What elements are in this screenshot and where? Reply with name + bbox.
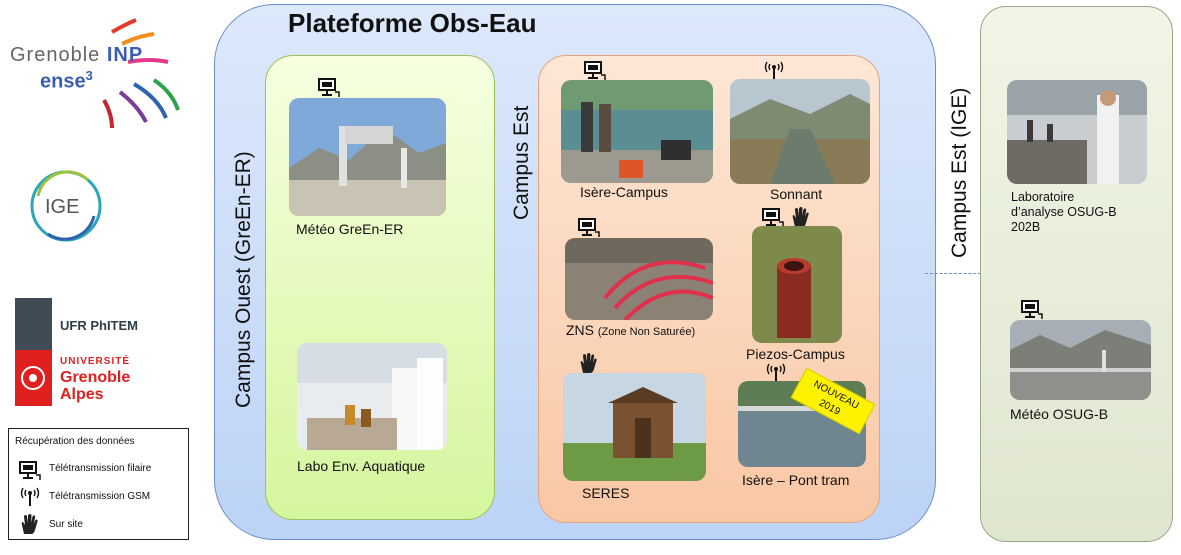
- logo-text: INP: [106, 44, 144, 66]
- uga-text-2: Grenoble: [60, 369, 131, 386]
- site-label-seres: SERES: [582, 485, 630, 501]
- photo-labo-env: [297, 343, 447, 450]
- site-label-sonnant: Sonnant: [770, 186, 823, 202]
- group-label-ige: Campus Est (IGE): [948, 87, 971, 258]
- group-label-est: Campus Est: [510, 105, 533, 220]
- photo-meteo-green: [289, 98, 446, 216]
- uga-text-1: UNIVERSITÉ: [60, 356, 131, 367]
- computer-icon: [1021, 300, 1043, 320]
- site-label-labo-osug-3: 202B: [1011, 220, 1041, 234]
- photo-sonnant: [730, 79, 870, 184]
- antenna-icon: [765, 363, 787, 383]
- logo-text: ense: [40, 70, 86, 93]
- legend-filaire: Télétransmission filaire: [49, 463, 152, 474]
- page-title: Plateforme Obs-Eau: [288, 8, 537, 38]
- site-label-labo-osug-2: d’analyse OSUG-B: [1011, 205, 1117, 219]
- computer-icon: [762, 208, 784, 228]
- connector-line: [925, 273, 981, 274]
- site-label-isere-campus: Isère-Campus: [580, 184, 668, 200]
- grenoble-inp-text: Grenoble INP: [10, 44, 143, 67]
- ufr-logo: [15, 298, 52, 350]
- ense3-text: ense3: [40, 68, 93, 94]
- site-label-pont-tram: Isère – Pont tram: [742, 472, 850, 488]
- photo-labo-osug: [1007, 80, 1147, 184]
- photo-meteo-osug: [1010, 320, 1151, 400]
- site-label-meteo-green: Météo GreEn-ER: [296, 221, 404, 237]
- site-label-meteo-osug: Météo OSUG-B: [1010, 406, 1109, 422]
- legend: Récupération des données Télétransmissio…: [8, 428, 189, 540]
- antenna-icon: [19, 487, 41, 507]
- legend-gsm: Télétransmission GSM: [49, 491, 151, 502]
- zns-main: ZNS: [566, 322, 594, 338]
- legend-title: Récupération des données: [15, 436, 135, 447]
- computer-icon: [19, 461, 41, 481]
- hand-icon: [578, 352, 598, 374]
- grenoble-inp-logo: [8, 14, 198, 134]
- ufr-logo-text: UFR PhITEM: [60, 318, 138, 333]
- photo-zns: [565, 238, 713, 320]
- site-label-piezos: Piezos-Campus: [746, 346, 845, 362]
- photo-isere-campus: [561, 80, 713, 183]
- hand-icon: [19, 513, 39, 535]
- antenna-icon: [763, 61, 785, 81]
- computer-icon: [584, 61, 606, 81]
- photo-seres: [563, 373, 706, 481]
- zns-sub: (Zone Non Saturée): [597, 326, 696, 338]
- computer-icon: [318, 78, 340, 98]
- uga-logo: [15, 350, 52, 406]
- site-label-labo-env: Labo Env. Aquatique: [297, 458, 426, 474]
- hand-icon: [790, 206, 810, 228]
- site-label-labo-osug-1: Laboratoire: [1011, 190, 1075, 204]
- ige-logo: [28, 168, 104, 244]
- site-label-zns: ZNS (Zone Non Saturée): [566, 322, 695, 338]
- group-label-ouest: Campus Ouest (GreEn-ER): [232, 151, 255, 408]
- ige-logo-text: IGE: [45, 196, 80, 218]
- photo-piezos: [752, 226, 842, 343]
- computer-icon: [578, 218, 600, 238]
- logo-text: 3: [85, 68, 93, 83]
- uga-text-3: Alpes: [60, 386, 104, 403]
- legend-site: Sur site: [49, 519, 83, 530]
- logo-text: Grenoble: [10, 44, 101, 66]
